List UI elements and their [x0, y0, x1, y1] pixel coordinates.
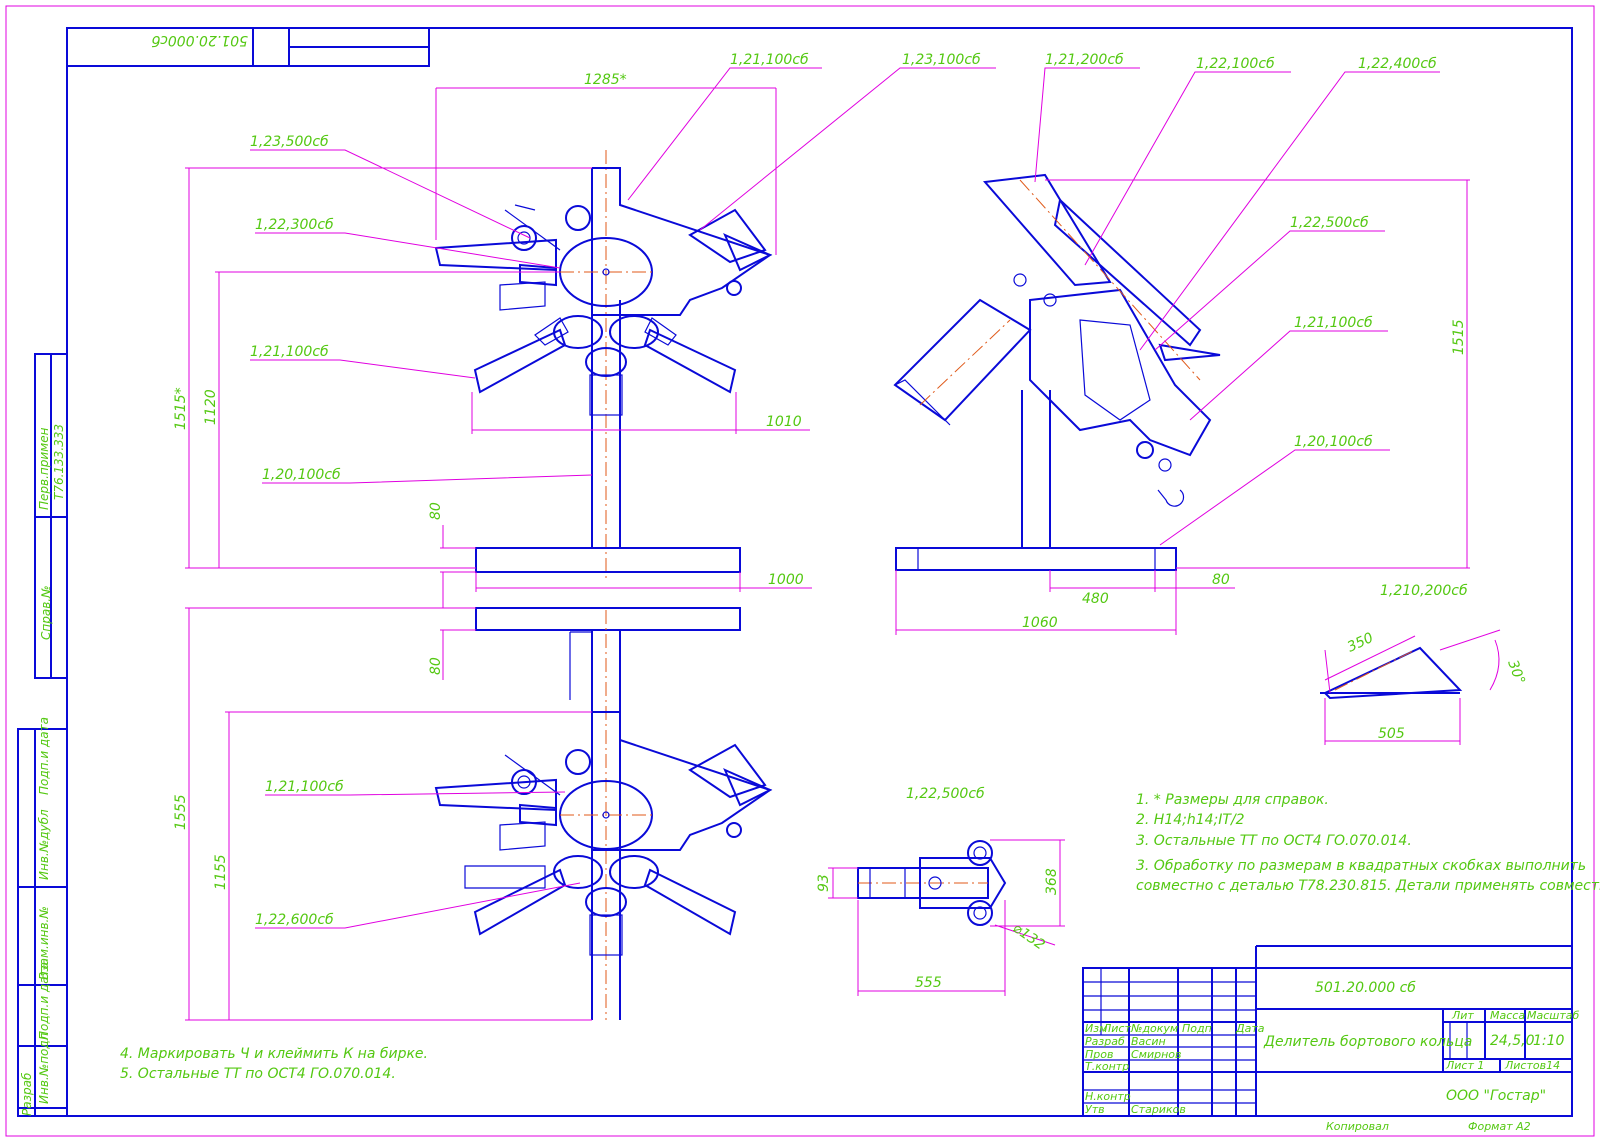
detail-22-500 — [857, 840, 1007, 926]
side-stamp-text: Т76.133.333 — [52, 424, 66, 500]
callout-1-21-100-lower: 1,21,100сб — [265, 779, 344, 795]
dim-480: 480 — [1082, 591, 1109, 607]
dim-1155: 1155 — [213, 854, 229, 890]
side-stamp-text: Перв.примен — [37, 427, 51, 510]
tb-col-mass: Масса — [1490, 1009, 1525, 1022]
tb-sheets: Листов14 — [1504, 1059, 1560, 1072]
tb-copied: Копировал — [1326, 1120, 1389, 1133]
note-1: 1. * Размеры для справок. — [1136, 792, 1329, 808]
callout-labels: 1,23,500сб 1,22,300сб 1,21,100сб 1,20,10… — [250, 52, 1468, 928]
dim-1010: 1010 — [766, 414, 802, 430]
dim-1060: 1060 — [1022, 615, 1058, 631]
dim-1555: 1555 — [173, 794, 189, 830]
dimension-values: 1285* 1515* 1120 1010 80 1000 80 1555 11… — [173, 72, 1528, 991]
note-5: 5. Остальные ТТ по ОСТ4 ГО.070.014. — [120, 1066, 396, 1082]
side-stamp: Перв.примен Т76.133.333 Справ.№ Подп.и д… — [17, 353, 68, 1117]
leader-lines — [250, 67, 1440, 929]
callout-1-22-400: 1,22,400сб — [1358, 56, 1437, 72]
tb-role: Т.контр — [1085, 1060, 1129, 1073]
title-block: Изм Лист №докум Подп Дата Разраб Васин П… — [1082, 945, 1579, 1133]
tb-company: ООО "Гостар" — [1446, 1088, 1546, 1104]
tb-scale-value: 1:10 — [1533, 1033, 1565, 1049]
tb-col-lit: Лит — [1451, 1009, 1474, 1022]
dim-80-side: 80 — [1212, 572, 1230, 588]
callout-1-20-100: 1,20,100сб — [262, 467, 341, 483]
tb-format: Формат А2 — [1468, 1120, 1531, 1133]
note-3b-cont: совместно с деталью Т78.230.815. Детали … — [1136, 878, 1600, 894]
callout-1-23-500: 1,23,500сб — [250, 134, 329, 150]
dim-80-upper: 80 — [428, 502, 444, 520]
view-side — [893, 173, 1221, 571]
dim-350: 350 — [1345, 630, 1376, 656]
tb-header-list: Лист — [1102, 1022, 1131, 1035]
detail-210-200 — [1320, 646, 1463, 700]
side-stamp-text: Подп.и дата — [37, 717, 51, 795]
drawing-frame — [66, 27, 1573, 1117]
tb-role: Пров — [1085, 1048, 1113, 1061]
tb-header-izm: Изм — [1085, 1022, 1107, 1035]
dim-1285: 1285* — [584, 72, 627, 88]
dim-555: 555 — [915, 975, 942, 991]
tb-mass-value: 24,5,0 — [1490, 1033, 1535, 1049]
tb-col-scale: Масштаб — [1527, 1009, 1579, 1022]
callout-1-22-600: 1,22,600сб — [255, 912, 334, 928]
view-front-lower — [434, 607, 773, 1020]
callout-1-20-100-side: 1,20,100сб — [1294, 434, 1373, 450]
callout-1-23-100: 1,23,100сб — [902, 52, 981, 68]
callout-1-210-200: 1,210,200сб — [1380, 583, 1468, 599]
technical-notes: 1. * Размеры для справок. 2. Н14;h14;IT/… — [120, 792, 1600, 1082]
note-2: 2. Н14;h14;IT/2 — [1136, 812, 1245, 828]
dim-132: ⌀132 — [1010, 920, 1048, 953]
dim-1000: 1000 — [768, 572, 804, 588]
note-4: 4. Маркировать Ч и клеймить К на бирке. — [120, 1046, 428, 1062]
dim-505: 505 — [1378, 726, 1405, 742]
callout-1-22-300: 1,22,300сб — [255, 217, 334, 233]
stamp-top-designation: 501.20.000сб — [151, 32, 248, 48]
tb-header-doc: №докум — [1130, 1022, 1178, 1035]
side-stamp-text: Разраб — [20, 1072, 34, 1116]
note-3: 3. Остальные ТТ по ОСТ4 ГО.070.014. — [1136, 833, 1412, 849]
tb-header-date: Дата — [1235, 1022, 1265, 1035]
callout-1-21-100: 1,21,100сб — [250, 344, 329, 360]
callout-1-21-200: 1,21,200сб — [1045, 52, 1124, 68]
tb-header-sign: Подп — [1182, 1022, 1212, 1035]
tb-designation: 501.20.000 сб — [1315, 980, 1416, 996]
note-3b: 3. Обработку по размерам в квадратных ск… — [1136, 858, 1586, 874]
tb-name: Смирнов — [1131, 1048, 1182, 1061]
callout-1-22-500-side: 1,22,500сб — [1290, 215, 1369, 231]
callout-1-21-100-top: 1,21,100сб — [730, 52, 809, 68]
side-stamp-text: Справ.№ — [39, 585, 53, 640]
side-stamp-text: Инв.№дубл — [37, 809, 51, 880]
dim-368: 368 — [1044, 868, 1060, 895]
dim-80-lower: 80 — [428, 657, 444, 675]
side-stamp-text: Взам.инв.№ — [37, 906, 51, 980]
dim-30-deg: 30° — [1504, 658, 1528, 687]
outer-trim-border — [5, 5, 1595, 1137]
callout-1-22-100: 1,22,100сб — [1196, 56, 1275, 72]
tb-role: Разраб — [1085, 1035, 1125, 1048]
dim-1515-ref: 1515* — [173, 387, 189, 430]
tb-role: Н.контр — [1085, 1090, 1131, 1103]
dim-93: 93 — [816, 874, 832, 892]
side-stamp-text: Инв.№подл — [37, 1032, 51, 1104]
dim-1515: 1515 — [1451, 319, 1467, 355]
callout-1-21-100-side: 1,21,100сб — [1294, 315, 1373, 331]
tb-title: Делитель бортового кольца — [1263, 1034, 1472, 1050]
dim-1120: 1120 — [203, 389, 219, 425]
callout-1-22-500-detail: 1,22,500сб — [906, 786, 985, 802]
tb-sheet: Лист 1 — [1445, 1059, 1484, 1072]
view-front-upper — [434, 150, 773, 580]
tb-role: Утв — [1085, 1103, 1105, 1116]
tb-name: Стариков — [1131, 1103, 1186, 1116]
top-stamp: 501.20.000сб — [66, 27, 430, 67]
side-stamp-text: Подп.и дата — [37, 962, 51, 1040]
dimension-lines — [185, 87, 1501, 1021]
tb-name: Васин — [1131, 1035, 1166, 1048]
